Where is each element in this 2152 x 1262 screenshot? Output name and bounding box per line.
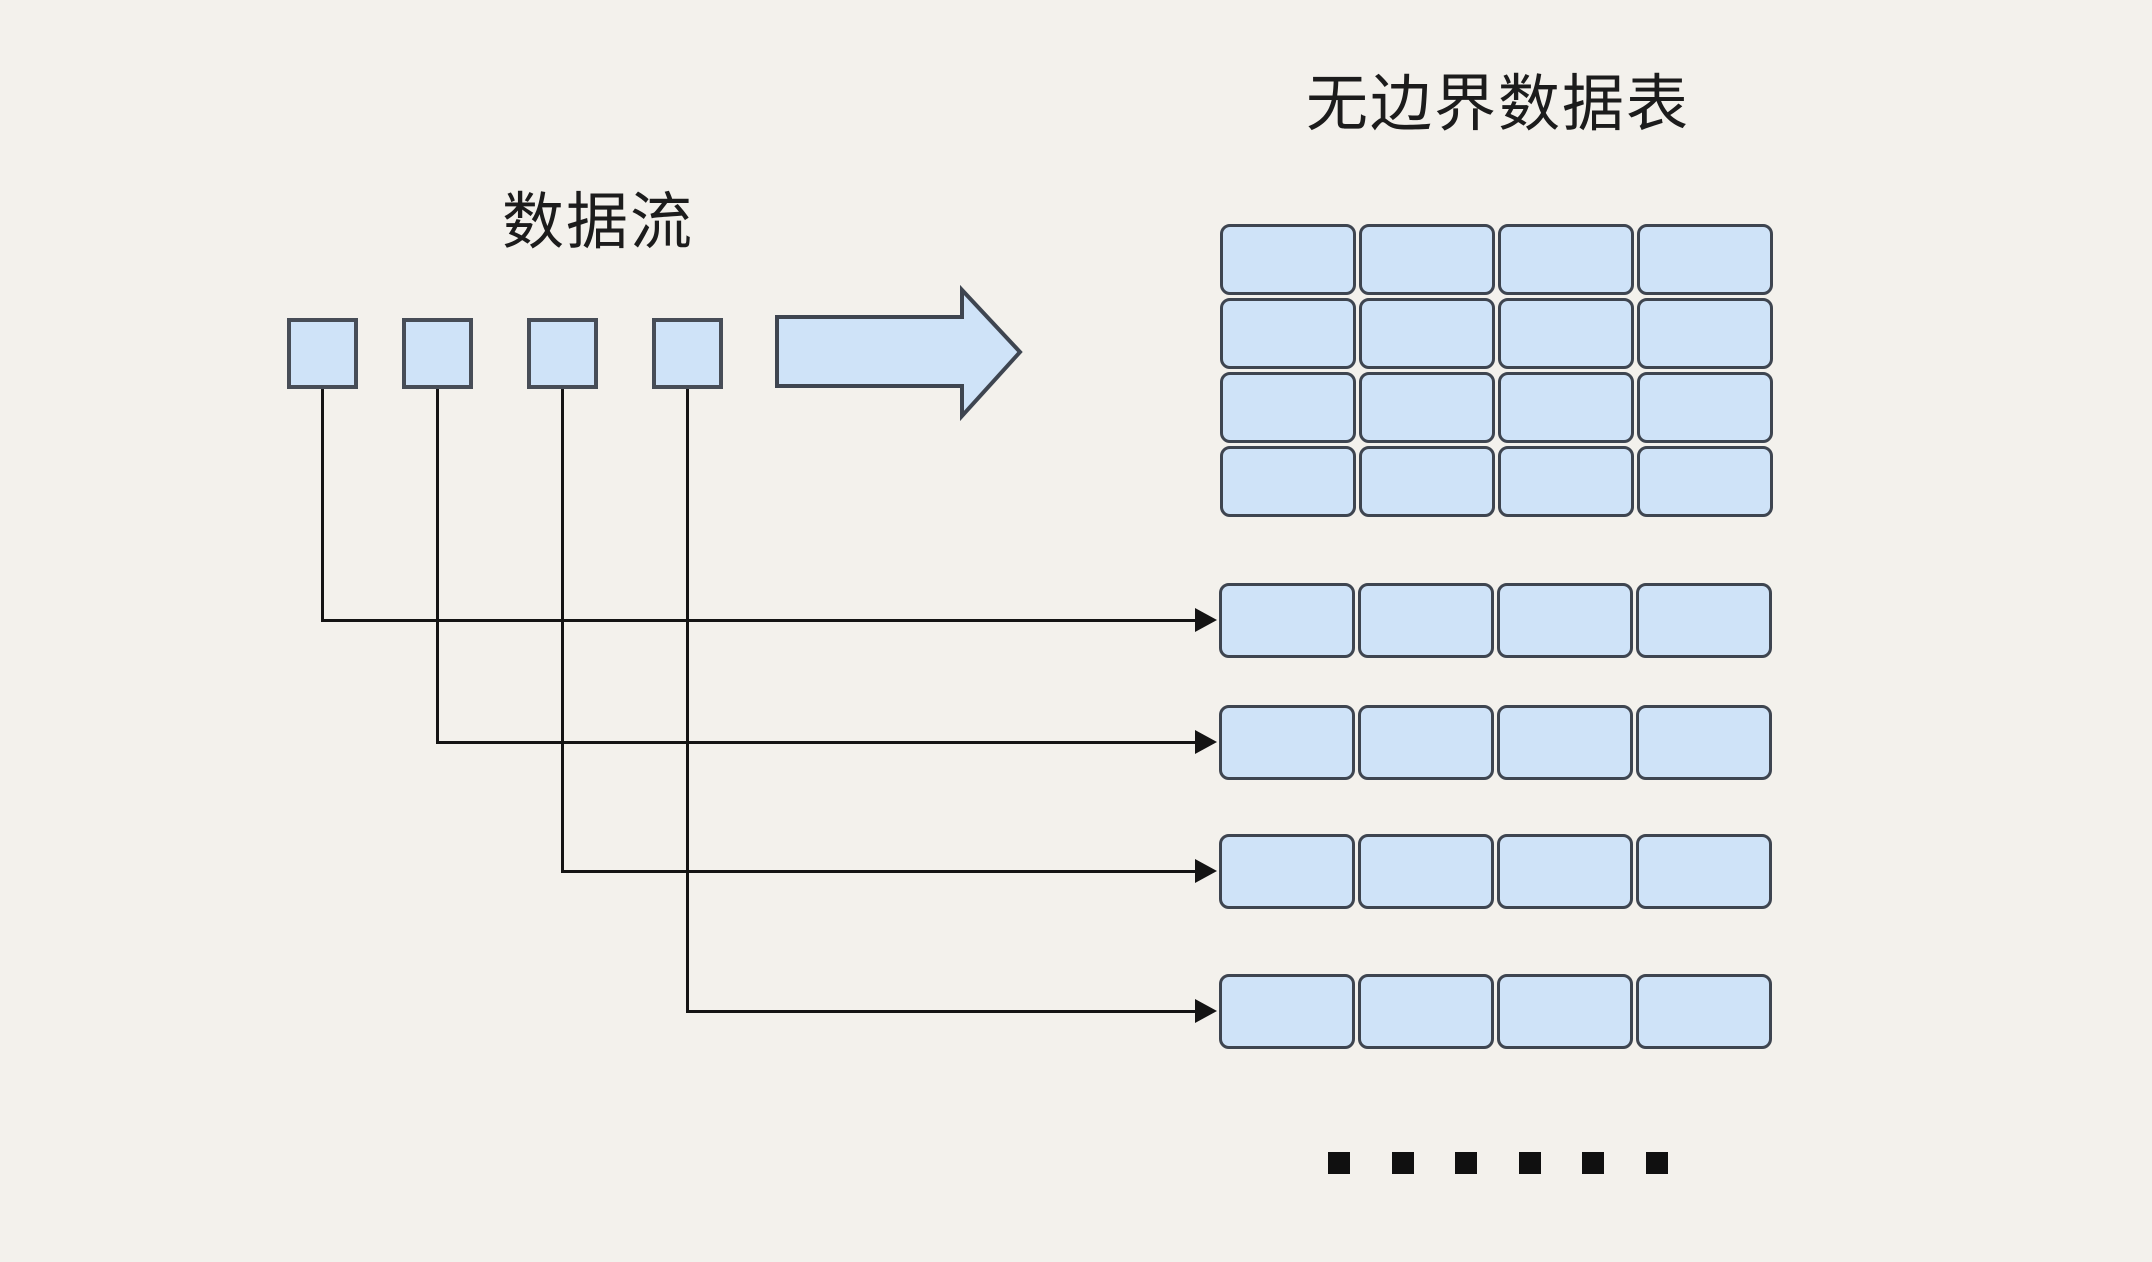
table-row-cell xyxy=(1497,974,1633,1049)
stream-item-square xyxy=(651,318,723,389)
table-row-cell xyxy=(1497,583,1633,658)
table-row-cell xyxy=(1358,583,1494,658)
table-cell xyxy=(1359,446,1495,517)
ellipsis-dot xyxy=(1328,1152,1350,1174)
table-row-cell xyxy=(1636,834,1772,909)
table-cell xyxy=(1359,298,1495,369)
stream-item-square xyxy=(526,318,598,389)
table-cell xyxy=(1220,372,1356,443)
table-cell xyxy=(1359,372,1495,443)
stream-item-square xyxy=(286,318,358,389)
table-cell xyxy=(1220,446,1356,517)
table-cell xyxy=(1498,298,1634,369)
table-row-cell xyxy=(1636,705,1772,780)
table-row-cell xyxy=(1219,583,1355,658)
table-row-cell xyxy=(1636,974,1772,1049)
unbounded-table-title: 无边界数据表 xyxy=(1305,70,1691,139)
table-cell xyxy=(1498,224,1634,295)
table-row-cell xyxy=(1358,705,1494,780)
arrowhead-icon xyxy=(1195,859,1217,883)
table-cell xyxy=(1220,298,1356,369)
table-row-cell xyxy=(1636,583,1772,658)
connector-horizontal-line xyxy=(685,1009,1195,1013)
arrowhead-icon xyxy=(1195,608,1217,632)
table-cell xyxy=(1637,298,1773,369)
ellipsis-dot xyxy=(1582,1152,1604,1174)
arrowhead-icon xyxy=(1195,730,1217,754)
ellipsis-dot xyxy=(1645,1152,1668,1174)
table-cell xyxy=(1637,446,1773,517)
connector-vertical-line xyxy=(435,389,439,744)
ellipsis-dot xyxy=(1518,1152,1541,1174)
data-stream-label: 数据流 xyxy=(502,188,695,257)
table-row-cell xyxy=(1219,705,1355,780)
table-cell xyxy=(1359,224,1495,295)
table-cell xyxy=(1498,372,1634,443)
table-row-cell xyxy=(1219,834,1355,909)
table-cell xyxy=(1220,224,1356,295)
connector-vertical-line xyxy=(320,389,324,622)
table-row-cell xyxy=(1219,974,1355,1049)
table-row-cell xyxy=(1497,834,1633,909)
connector-vertical-line xyxy=(685,389,689,1013)
right-arrow-shape xyxy=(775,284,1023,422)
table-cell xyxy=(1498,446,1634,517)
table-row-cell xyxy=(1497,705,1633,780)
connector-horizontal-line xyxy=(320,618,1195,622)
ellipsis-dot xyxy=(1391,1152,1414,1174)
table-row-cell xyxy=(1358,834,1494,909)
connector-vertical-line xyxy=(560,389,564,873)
connector-horizontal-line xyxy=(560,869,1195,873)
table-cell xyxy=(1637,372,1773,443)
table-cell xyxy=(1637,224,1773,295)
stream-item-square xyxy=(401,318,473,389)
table-row-cell xyxy=(1358,974,1494,1049)
ellipsis-dot xyxy=(1455,1152,1477,1174)
right-arrow-icon xyxy=(775,284,1023,422)
connector-horizontal-line xyxy=(435,740,1195,744)
arrowhead-icon xyxy=(1195,999,1217,1023)
